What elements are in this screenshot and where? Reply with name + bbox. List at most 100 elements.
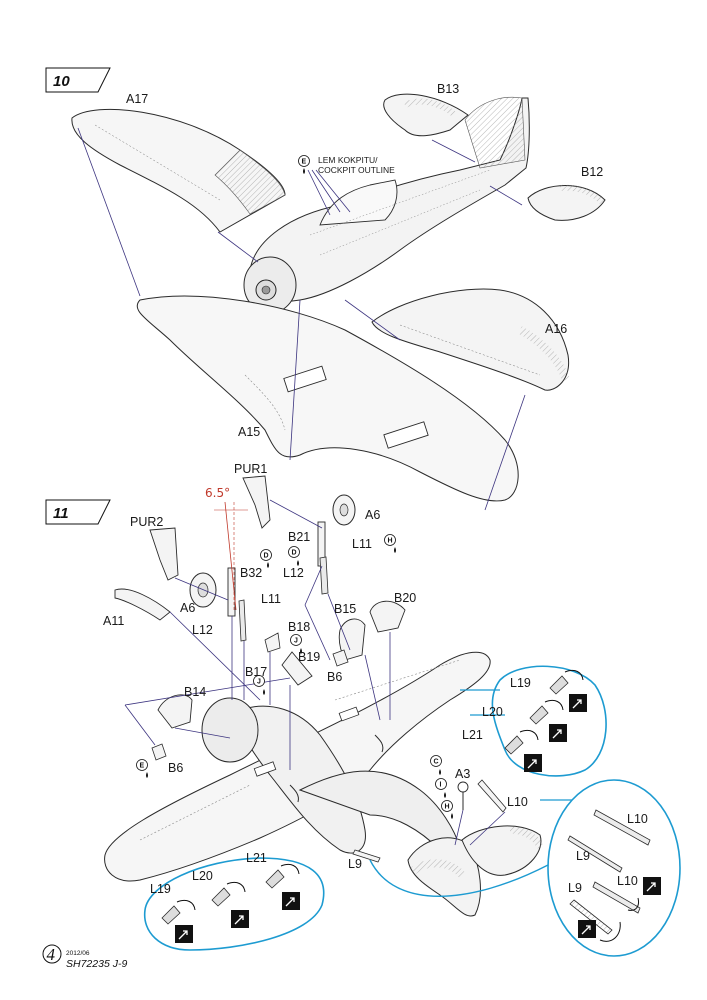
- paint-code-h2: H: [441, 800, 453, 819]
- part-b6-left: [151, 743, 167, 761]
- paint-code-c: C: [430, 755, 442, 775]
- svg-text:C: C: [434, 759, 439, 766]
- footer-date: 2012/06: [66, 950, 90, 957]
- part-l9-center: [352, 849, 381, 863]
- svg-text:E: E: [140, 763, 145, 770]
- part-b12: [527, 184, 606, 221]
- label-a16: A16: [545, 322, 567, 336]
- flap-detail-4: [161, 899, 196, 943]
- svg-text:I: I: [440, 782, 442, 789]
- label-b21: B21: [288, 530, 310, 544]
- label-cockpit-line1: LEM KOKPITU/: [318, 155, 378, 165]
- svg-text:H: H: [445, 804, 450, 811]
- callout-right-small: [460, 665, 607, 777]
- label-a17: A17: [126, 92, 148, 106]
- part-b13: [383, 93, 469, 137]
- label-l9-circle2: L9: [568, 881, 582, 895]
- canopy-b14: [157, 694, 193, 729]
- step-10-badge: 10: [45, 67, 111, 93]
- label-b20: B20: [394, 591, 416, 605]
- step-11-number: 11: [53, 505, 69, 522]
- label-b6-center: B6: [327, 670, 342, 684]
- flap-detail-5: [211, 881, 249, 928]
- flap-detail-2: [529, 699, 567, 742]
- part-a11: [114, 588, 171, 621]
- canopy-center: [281, 651, 313, 686]
- label-l11-right: L11: [352, 537, 372, 551]
- label-l20-right: L20: [482, 705, 503, 719]
- label-l19-right: L19: [510, 676, 531, 690]
- paint-code-e: E: [298, 155, 310, 174]
- label-b17: B17: [245, 665, 267, 679]
- footer: 4 2012/06 SH72235 J-9: [42, 944, 127, 970]
- tab-detail-1: [567, 809, 661, 942]
- label-l9-circle1: L9: [576, 849, 590, 863]
- label-l10-top: L10: [507, 795, 528, 809]
- label-b13: B13: [437, 82, 459, 96]
- flap-detail-3: [504, 729, 542, 772]
- part-l10-center: [477, 779, 507, 813]
- page-number: 4: [47, 945, 56, 964]
- svg-text:J: J: [257, 679, 261, 686]
- svg-text:J: J: [294, 638, 298, 645]
- door-l11-right: [319, 556, 329, 595]
- canopy-b15: [338, 618, 366, 661]
- label-l19-left: L19: [150, 882, 171, 896]
- label-l10-low: L10: [617, 874, 638, 888]
- label-pur2: PUR2: [130, 515, 163, 529]
- label-b32: B32: [240, 566, 262, 580]
- label-l12-left: L12: [192, 623, 213, 637]
- angle-annotation: 6.5°: [205, 486, 248, 611]
- label-b6-left: B6: [168, 761, 183, 775]
- step-10-guides: [77, 127, 526, 511]
- label-cockpit-line2: COCKPIT OUTLINE: [318, 165, 395, 175]
- label-a15: A15: [238, 425, 260, 439]
- step-11: 11: [45, 462, 681, 957]
- part-b6-center: [332, 649, 349, 667]
- aerial-a3: [457, 781, 469, 810]
- label-l10-mid: L10: [627, 812, 648, 826]
- label-b18: B18: [288, 620, 310, 634]
- label-b19: B19: [298, 650, 320, 664]
- step-10-number: 10: [53, 73, 70, 90]
- label-l11-left: L11: [261, 592, 281, 606]
- canopy-b20: [369, 600, 406, 633]
- flap-detail-1: [549, 669, 587, 712]
- callout-right-large: [369, 779, 681, 957]
- svg-text:H: H: [388, 538, 393, 545]
- svg-text:D: D: [292, 550, 297, 557]
- paint-codes: D D H H J: [136, 534, 453, 819]
- label-a11: A11: [103, 614, 124, 628]
- label-pur1: PUR1: [234, 462, 267, 476]
- paint-code-j1: J: [290, 634, 302, 654]
- aircraft-underside: [104, 651, 544, 917]
- door-l11-left: [238, 599, 247, 642]
- footer-code: SH72235 J-9: [66, 958, 127, 970]
- step-10: 10: [45, 67, 606, 511]
- paint-code-e11: E: [136, 759, 148, 778]
- wheel-a6-right: [332, 494, 356, 526]
- step-11-badge: 11: [45, 499, 111, 525]
- label-l21-left: L21: [246, 851, 267, 865]
- wing-a17: [71, 108, 286, 233]
- label-l20-left: L20: [192, 869, 213, 883]
- svg-text:D: D: [264, 553, 269, 560]
- paint-code-e-letter: E: [302, 159, 307, 166]
- label-l12-right: L12: [283, 566, 304, 580]
- label-l21-right: L21: [462, 728, 483, 742]
- label-b12: B12: [581, 165, 603, 179]
- paint-code-d1: D: [260, 549, 272, 568]
- label-a6-right: A6: [365, 508, 380, 522]
- part-b18: [264, 632, 281, 653]
- label-a6-left: A6: [180, 601, 195, 615]
- paint-code-h1: H: [384, 534, 396, 553]
- label-a3: A3: [455, 767, 470, 781]
- part-pur2: [149, 527, 179, 581]
- flap-detail-6: [265, 863, 300, 910]
- callout-left-small: [143, 857, 325, 951]
- wing-a16: [371, 288, 570, 391]
- paint-code-d2: D: [288, 546, 300, 566]
- label-l9-center: L9: [348, 857, 362, 871]
- fuselage: [243, 96, 530, 314]
